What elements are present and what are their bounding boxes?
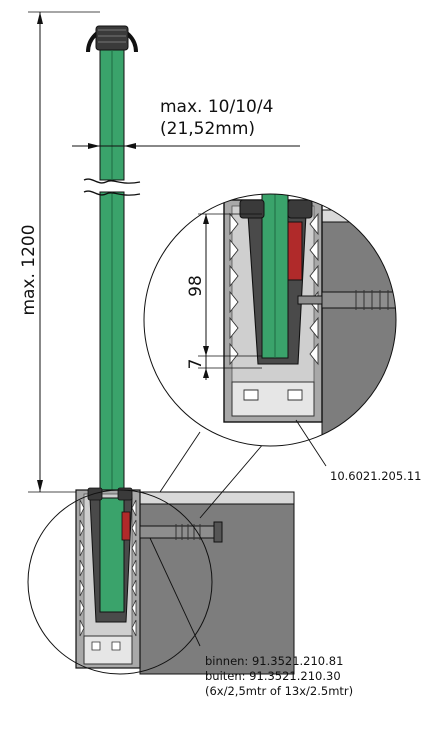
- zoom-connector-left: [159, 431, 201, 493]
- height-label: max. 1200: [19, 224, 39, 315]
- anchor-code-quantity: (6x/2,5mtr of 13x/2.5mtr): [205, 684, 353, 698]
- zoom-circle: [143, 193, 397, 447]
- glass-panel: [99, 49, 125, 515]
- glass-thickness-label: max. 10/10/4: [160, 97, 273, 117]
- height-dimension: [28, 11, 100, 493]
- insert-depth-dimension: [198, 213, 262, 357]
- zoom-connector-right: [199, 435, 271, 519]
- gap-label: 7: [186, 359, 206, 370]
- insert-depth-label: 98: [186, 275, 206, 297]
- detail-callout-circle: [27, 489, 213, 675]
- anchor-code-outer: buiten: 91.3521.210.30: [205, 669, 341, 683]
- base-profile: [75, 487, 141, 669]
- anchor-leader: [149, 537, 201, 647]
- handrail-cap: [86, 25, 138, 53]
- profile-leader: [295, 419, 327, 467]
- glass-thickness-mm: (21,52mm): [160, 119, 255, 139]
- zoom-detail: [144, 194, 396, 446]
- gap-dimension: [198, 356, 262, 380]
- glass-thickness-dimension: [72, 143, 300, 149]
- break-mark: [83, 178, 141, 196]
- floor-slab: [139, 491, 295, 675]
- anchor-code-inner: binnen: 91.3521.210.81: [205, 654, 343, 668]
- profile-code-label: 10.6021.205.11: [330, 469, 421, 483]
